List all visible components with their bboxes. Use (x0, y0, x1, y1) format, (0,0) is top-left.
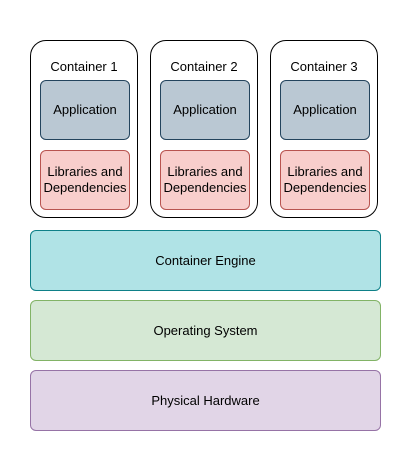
application-box: Application (40, 80, 130, 140)
libraries-box: Libraries and Dependencies (160, 150, 250, 210)
container-2: Container 2 Application Libraries and De… (150, 40, 258, 218)
application-box: Application (160, 80, 250, 140)
container-engine-layer: Container Engine (30, 230, 381, 291)
container-3: Container 3 Application Libraries and De… (270, 40, 378, 218)
container-title: Container 1 (50, 59, 118, 74)
libraries-box: Libraries and Dependencies (40, 150, 130, 210)
physical-hardware-layer: Physical Hardware (30, 370, 381, 431)
operating-system-layer: Operating System (30, 300, 381, 361)
container-title: Container 2 (170, 59, 238, 74)
libraries-box: Libraries and Dependencies (280, 150, 370, 210)
container-1: Container 1 Application Libraries and De… (30, 40, 138, 218)
application-box: Application (280, 80, 370, 140)
container-title: Container 3 (290, 59, 358, 74)
